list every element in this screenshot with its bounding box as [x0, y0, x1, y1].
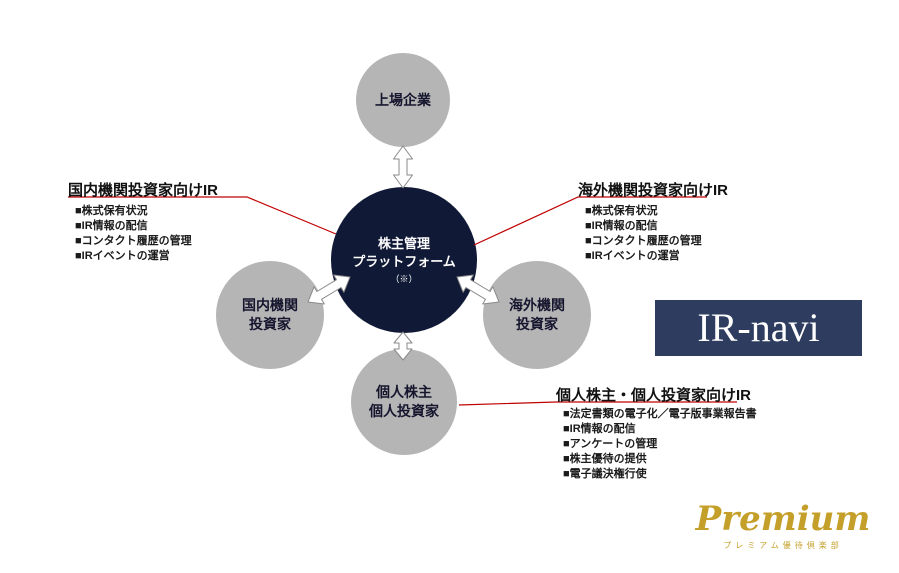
- bullet-item: ■IRイベントの運営: [75, 250, 170, 262]
- bullet-item: ■IR情報の配信: [563, 423, 636, 435]
- ir-navi-wordmark: IR-navi: [697, 305, 820, 350]
- node-listed-company: 上場企業: [356, 53, 450, 147]
- overseas-ir-title: 海外機関投資家向けIR: [578, 182, 729, 199]
- node-platform: 株主管理 プラットフォーム （※）: [331, 187, 477, 333]
- bullet-item: ■IRイベントの運営: [585, 250, 680, 262]
- premium-subtitle: プレミアム優待倶楽部: [723, 540, 843, 550]
- node-domestic-label-line1: 国内機関: [242, 297, 298, 314]
- node-overseas-institutional: 海外機関 投資家: [483, 261, 591, 369]
- bullet-item: ■コンタクト履歴の管理: [585, 235, 702, 247]
- bullet-item: ■コンタクト履歴の管理: [75, 235, 192, 247]
- node-platform-label-line2: プラットフォーム: [352, 253, 456, 269]
- bullet-item: ■IR情報の配信: [585, 220, 658, 232]
- node-individual-investor: 個人株主 個人投資家: [351, 349, 457, 455]
- node-listed-company-label: 上場企業: [375, 91, 431, 108]
- premium-wordmark: Premium: [695, 498, 871, 539]
- node-domestic-institutional: 国内機関 投資家: [216, 261, 324, 369]
- premium-club-logo: Premium プレミアム優待倶楽部: [676, 490, 890, 562]
- node-platform-label-line1: 株主管理: [377, 235, 430, 251]
- node-individual-label-line2: 個人投資家: [369, 403, 439, 419]
- node-overseas-label-line1: 海外機関: [509, 297, 565, 314]
- ir-navi-logo: IR-navi: [655, 300, 862, 356]
- overseas-ir-list: ■株式保有状況 ■IR情報の配信 ■コンタクト履歴の管理 ■IRイベントの運営: [585, 204, 702, 264]
- bullet-item: ■法定書類の電子化／電子版事業報告書: [563, 408, 757, 420]
- domestic-ir-list: ■株式保有状況 ■IR情報の配信 ■コンタクト履歴の管理 ■IRイベントの運営: [75, 204, 192, 264]
- bullet-item: ■IR情報の配信: [75, 220, 148, 232]
- node-overseas-label-line2: 投資家: [516, 316, 558, 332]
- bullet-item: ■アンケートの管理: [563, 438, 658, 450]
- bullet-item: ■電子議決権行使: [563, 468, 647, 480]
- node-individual-label-line1: 個人株主: [376, 384, 432, 401]
- individual-ir-title: 個人株主・個人投資家向けIR: [556, 387, 752, 404]
- domestic-ir-title: 国内機関投資家向けIR: [68, 182, 219, 199]
- node-domestic-label-line2: 投資家: [249, 316, 291, 332]
- bullet-item: ■株主優待の提供: [563, 453, 647, 465]
- arrow-top: [393, 145, 413, 189]
- individual-ir-list: ■法定書類の電子化／電子版事業報告書 ■IR情報の配信 ■アンケートの管理 ■株…: [563, 407, 757, 482]
- bullet-item: ■株式保有状況: [75, 205, 148, 217]
- bullet-item: ■株式保有状況: [585, 205, 658, 217]
- node-platform-note: （※）: [390, 274, 418, 285]
